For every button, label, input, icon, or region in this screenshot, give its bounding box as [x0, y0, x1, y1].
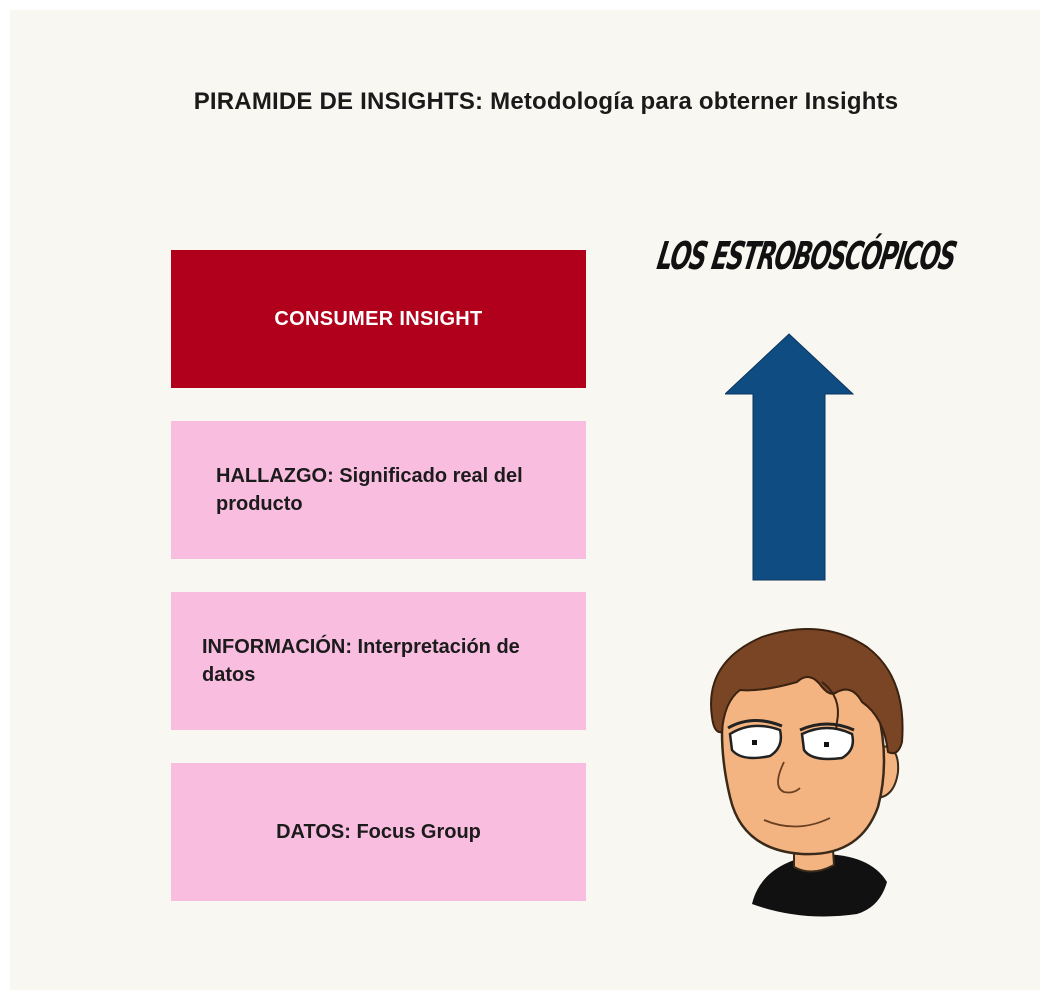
level-hallazgo: HALLAZGO: Significado real del producto — [171, 421, 586, 559]
arrow-up-icon — [725, 333, 855, 581]
level-datos: DATOS: Focus Group — [171, 763, 586, 901]
cartoon-face-icon — [710, 628, 904, 917]
page-title: PIRAMIDE DE INSIGHTS: Metodología para o… — [193, 88, 899, 115]
level-label: INFORMACIÓN: Interpretación de datos — [202, 636, 520, 686]
brand-logo: LOS ESTROBOSCÓPICOS — [654, 234, 959, 279]
level-label: HALLAZGO: Significado real del producto — [216, 465, 523, 515]
level-informacion: INFORMACIÓN: Interpretación de datos — [171, 592, 586, 730]
level-label: CONSUMER INSIGHT — [274, 308, 483, 330]
level-label: DATOS: Focus Group — [276, 821, 481, 843]
level-consumer-insight: CONSUMER INSIGHT — [171, 250, 586, 388]
diagram-canvas: PIRAMIDE DE INSIGHTS: Metodología para o… — [10, 10, 1040, 990]
